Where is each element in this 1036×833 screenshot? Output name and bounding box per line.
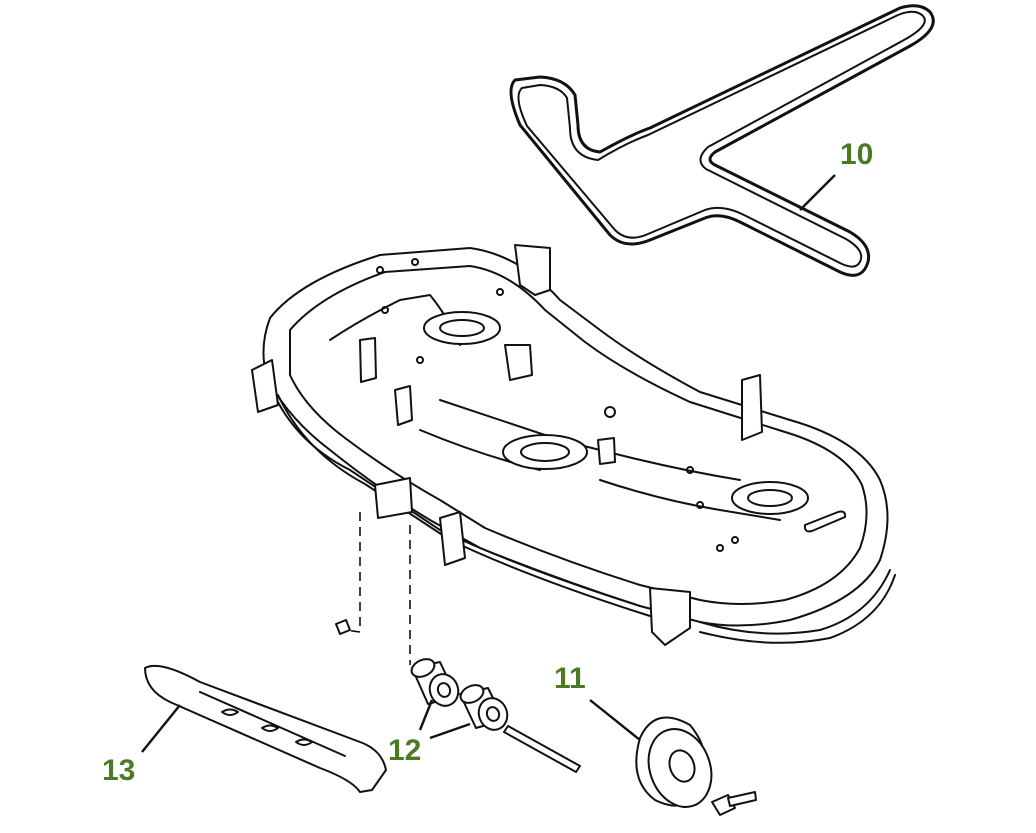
leader-lines [141, 174, 836, 753]
mower-deck-icon [251, 244, 896, 646]
callout-10: 10 [840, 138, 874, 171]
assembly-lines [344, 512, 411, 665]
callout-13: 13 [102, 754, 136, 787]
wheel-icon[interactable] [635, 716, 757, 816]
deck-bolt-icon [335, 619, 351, 635]
callout-12: 12 [388, 734, 422, 767]
bushing-icon[interactable] [409, 656, 581, 773]
blade-icon[interactable] [144, 664, 387, 793]
belt-icon[interactable] [509, 4, 935, 277]
callout-11: 11 [554, 662, 586, 695]
